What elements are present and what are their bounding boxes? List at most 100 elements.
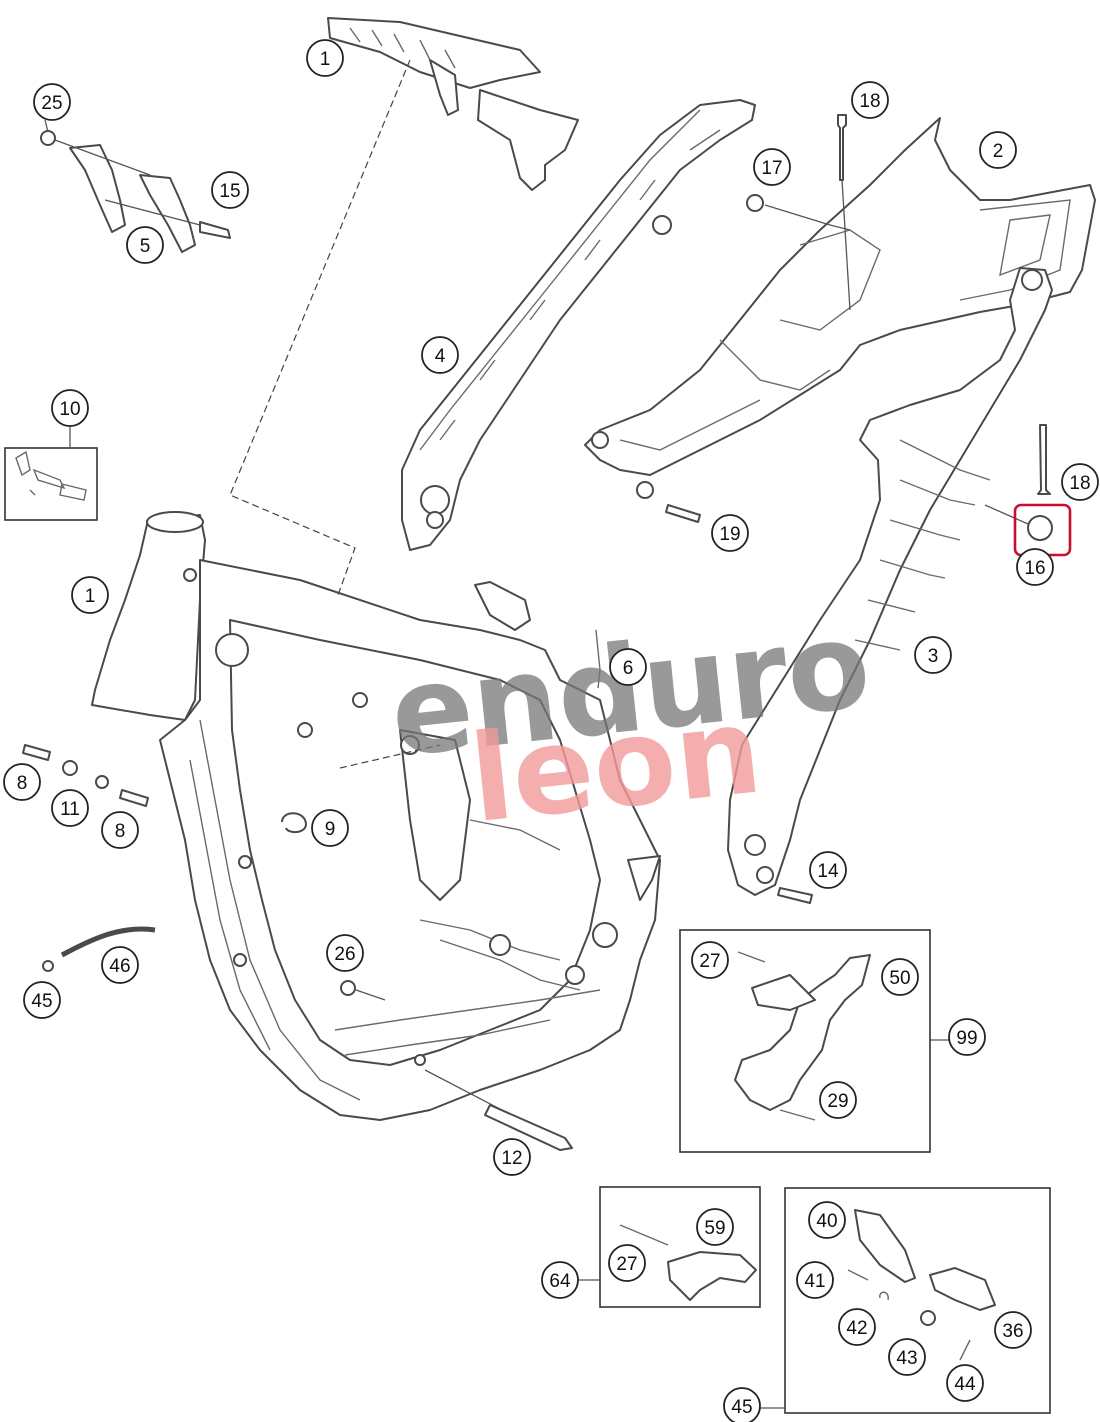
callout-11[interactable]: 11 — [51, 789, 89, 827]
svg-text:29: 29 — [827, 1091, 848, 1112]
svg-text:43: 43 — [896, 1348, 917, 1369]
svg-text:10: 10 — [59, 399, 80, 420]
svg-text:5: 5 — [140, 236, 151, 257]
svg-text:59: 59 — [704, 1218, 725, 1239]
callout-29[interactable]: 29 — [819, 1081, 857, 1119]
part-7-number-plate[interactable] — [327, 17, 579, 191]
callout-16[interactable]: 16 — [1016, 548, 1054, 586]
callout-12[interactable]: 12 — [493, 1138, 531, 1176]
leader-17 — [829, 224, 851, 231]
svg-text:99: 99 — [956, 1028, 977, 1049]
part-26-bushing[interactable] — [340, 980, 386, 1001]
part-46-clamp[interactable] — [42, 960, 54, 972]
part-5-bracket[interactable] — [40, 130, 231, 253]
svg-text:12: 12 — [501, 1148, 522, 1169]
svg-text:41: 41 — [804, 1271, 825, 1292]
svg-text:9: 9 — [325, 819, 336, 840]
group-45[interactable] — [784, 1187, 1051, 1414]
callout-47[interactable]: 46 — [101, 946, 139, 984]
callout-4[interactable]: 4 — [421, 336, 459, 374]
callout-27-group64[interactable]: 27 — [608, 1244, 646, 1282]
callout-44[interactable]: 44 — [946, 1364, 984, 1402]
svg-text:64: 64 — [549, 1271, 571, 1292]
callout-1[interactable]: 1 — [71, 576, 109, 614]
part-18-bolt-top[interactable] — [837, 114, 851, 311]
svg-text:8: 8 — [17, 773, 28, 794]
part-17-bushing[interactable] — [746, 194, 831, 226]
callout-6[interactable]: 6 — [609, 648, 647, 686]
part-47-hose[interactable] — [60, 926, 156, 958]
callout-2[interactable]: 2 — [979, 131, 1017, 169]
callout-59[interactable]: 59 — [696, 1208, 734, 1246]
part-10-kit[interactable] — [4, 447, 98, 521]
svg-text:11: 11 — [60, 799, 80, 820]
svg-text:27: 27 — [699, 951, 720, 972]
part-3-side-rail[interactable] — [727, 267, 1053, 896]
dashed-leader-9 — [339, 744, 441, 769]
leader-25 — [44, 119, 49, 133]
part-14-bolt[interactable] — [777, 887, 813, 904]
callout-9[interactable]: 9 — [311, 809, 349, 847]
part-4-side-rail[interactable] — [401, 99, 756, 551]
callout-14[interactable]: 14 — [809, 851, 847, 889]
callout-64[interactable]: 64 — [541, 1261, 579, 1299]
svg-text:18: 18 — [859, 91, 880, 112]
svg-text:14: 14 — [817, 861, 839, 882]
part-6-pin[interactable] — [595, 629, 601, 689]
callout-42[interactable]: 42 — [838, 1308, 876, 1346]
callout-18-right[interactable]: 18 — [1061, 463, 1099, 501]
svg-text:40: 40 — [816, 1211, 837, 1232]
callout-3[interactable]: 3 — [914, 636, 952, 674]
callout-18-top[interactable]: 18 — [851, 81, 889, 119]
group-99[interactable] — [679, 929, 931, 1153]
part-16-bushing[interactable] — [984, 504, 1053, 541]
callout-15[interactable]: 15 — [211, 171, 249, 209]
callout-45[interactable]: 45 — [723, 1387, 761, 1422]
callout-5[interactable]: 5 — [126, 226, 164, 264]
part-9-clip[interactable] — [281, 812, 307, 834]
callout-19[interactable]: 19 — [711, 514, 749, 552]
svg-text:6: 6 — [623, 658, 634, 679]
part-11-nut[interactable] — [62, 760, 78, 776]
callout-25[interactable]: 25 — [33, 83, 71, 121]
callout-43[interactable]: 43 — [888, 1338, 926, 1376]
svg-text:19: 19 — [719, 524, 740, 545]
part-19-bolt[interactable] — [665, 504, 701, 523]
group-64[interactable] — [599, 1186, 761, 1308]
svg-text:8: 8 — [115, 821, 126, 842]
callout-40[interactable]: 40 — [808, 1201, 846, 1239]
svg-text:15: 15 — [219, 181, 240, 202]
svg-text:27: 27 — [616, 1254, 637, 1275]
callout-10[interactable]: 10 — [51, 389, 89, 427]
svg-text:26: 26 — [334, 944, 355, 965]
callout-41[interactable]: 41 — [796, 1261, 834, 1299]
callout-50[interactable]: 50 — [881, 958, 919, 996]
callout-8-right[interactable]: 8 — [101, 811, 139, 849]
svg-text:2: 2 — [993, 141, 1004, 162]
svg-text:36: 36 — [1002, 1321, 1023, 1342]
part-1-main-frame[interactable] — [91, 511, 661, 1121]
callout-36[interactable]: 36 — [994, 1311, 1032, 1349]
svg-text:42: 42 — [846, 1318, 867, 1339]
part-8-bolt-right[interactable] — [95, 775, 149, 807]
part-18-bolt-right[interactable] — [1037, 424, 1051, 495]
callout-26[interactable]: 26 — [326, 934, 364, 972]
callout-7[interactable]: 1 — [306, 39, 344, 77]
callout-8-left[interactable]: 8 — [3, 763, 41, 801]
svg-text:4: 4 — [435, 346, 446, 367]
watermark-line2: leon — [464, 681, 767, 850]
svg-text:18: 18 — [1069, 473, 1090, 494]
svg-text:1: 1 — [320, 49, 331, 70]
part-2-rear-subframe[interactable] — [584, 117, 1096, 499]
callout-46[interactable]: 45 — [23, 981, 61, 1019]
part-8-bolt-left[interactable] — [22, 744, 51, 761]
callout-99[interactable]: 99 — [948, 1018, 986, 1056]
svg-text:45: 45 — [731, 1397, 752, 1418]
svg-text:25: 25 — [41, 93, 62, 114]
svg-text:1: 1 — [85, 586, 96, 607]
part-12-bolt[interactable] — [424, 1069, 573, 1151]
dashed-leader-7-to-1 — [229, 59, 411, 596]
callout-17[interactable]: 17 — [753, 148, 791, 186]
callout-27-group99[interactable]: 27 — [691, 941, 729, 979]
